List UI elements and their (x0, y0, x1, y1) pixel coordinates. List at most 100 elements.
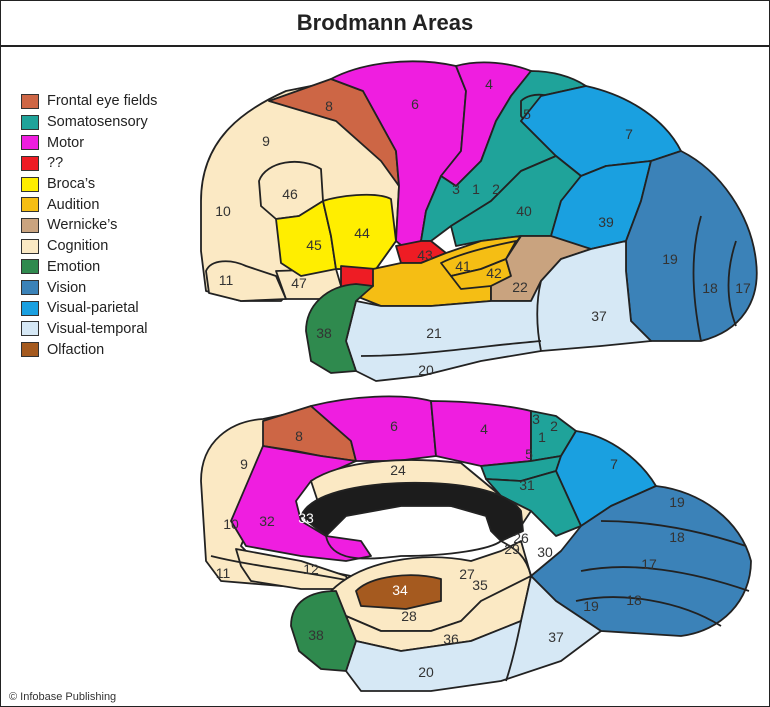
label-medial-36: 36 (443, 631, 459, 647)
label-lateral-40: 40 (516, 203, 532, 219)
label-lateral-2: 2 (492, 181, 500, 197)
copyright-notice: © Infobase Publishing (9, 691, 116, 703)
legend-swatch (21, 115, 39, 130)
label-medial-18: 18 (669, 529, 685, 545)
legend-label: Motor (47, 135, 84, 151)
label-lateral-20: 20 (418, 362, 434, 378)
label-medial-30: 30 (537, 544, 553, 560)
legend-swatch (21, 177, 39, 192)
label-lateral-1: 1 (472, 181, 480, 197)
legend-swatch (21, 301, 39, 316)
legend-swatch (21, 197, 39, 212)
label-lateral-6: 6 (411, 96, 419, 112)
legend-item: Motor (21, 132, 157, 153)
legend-label: Somatosensory (47, 114, 148, 130)
label-lateral-8: 8 (325, 98, 333, 114)
legend: Frontal eye fieldsSomatosensoryMotor?? Br… (21, 91, 157, 360)
label-medial-19b: 19 (583, 598, 599, 614)
label-medial-19: 19 (669, 494, 685, 510)
legend-item: Somatosensory (21, 112, 157, 133)
label-lateral-46: 46 (282, 186, 298, 202)
label-medial-32: 32 (259, 513, 275, 529)
label-lateral-44: 44 (354, 225, 370, 241)
label-medial-17: 17 (641, 556, 657, 572)
legend-item: Broca’s (21, 174, 157, 195)
label-lateral-3: 3 (452, 181, 460, 197)
label-lateral-22: 22 (512, 279, 528, 295)
legend-swatch (21, 280, 39, 295)
label-medial-37: 37 (548, 629, 564, 645)
label-lateral-17: 17 (735, 280, 751, 296)
label-medial-2: 2 (550, 418, 558, 434)
label-medial-29: 29 (504, 541, 520, 557)
legend-label: Visual-parietal (47, 300, 139, 316)
legend-label: Cognition (47, 238, 108, 254)
legend-swatch (21, 156, 39, 171)
legend-label: Emotion (47, 259, 100, 275)
legend-item: Frontal eye fields (21, 91, 157, 112)
legend-item: Wernicke’s (21, 215, 157, 236)
legend-swatch (21, 321, 39, 336)
legend-label: Frontal eye fields (47, 93, 157, 109)
label-lateral-19: 19 (662, 251, 678, 267)
legend-item: Visual-parietal (21, 298, 157, 319)
legend-item: Vision (21, 277, 157, 298)
legend-swatch (21, 342, 39, 357)
label-lateral-43: 43 (417, 247, 433, 263)
label-medial-1: 1 (538, 429, 546, 445)
legend-swatch (21, 135, 39, 150)
legend-label: Visual-temporal (47, 321, 147, 337)
label-lateral-39: 39 (598, 214, 614, 230)
label-lateral-5: 5 (523, 106, 531, 122)
legend-item: ?? (21, 153, 157, 174)
legend-item: Emotion (21, 257, 157, 278)
label-medial-18b: 18 (626, 592, 642, 608)
legend-swatch (21, 239, 39, 254)
legend-item: Cognition (21, 236, 157, 257)
label-lateral-47: 47 (291, 275, 307, 291)
label-lateral-41: 41 (455, 258, 471, 274)
label-medial-35: 35 (472, 577, 488, 593)
label-medial-10: 10 (223, 516, 239, 532)
legend-label: Vision (47, 280, 86, 296)
label-lateral-37: 37 (591, 308, 607, 324)
legend-label: ?? (47, 155, 63, 171)
label-medial-34: 34 (392, 582, 408, 598)
label-lateral-4: 4 (485, 76, 493, 92)
label-lateral-9: 9 (262, 133, 270, 149)
label-medial-6: 6 (390, 418, 398, 434)
label-lateral-11: 11 (219, 272, 234, 288)
label-medial-24: 24 (390, 462, 406, 478)
label-lateral-45: 45 (306, 237, 322, 253)
label-medial-4: 4 (480, 421, 488, 437)
label-medial-38: 38 (308, 627, 324, 643)
label-medial-5: 5 (525, 446, 533, 462)
legend-item: Olfaction (21, 339, 157, 360)
label-medial-28: 28 (401, 608, 417, 624)
label-medial-20: 20 (418, 664, 434, 680)
label-lateral-18: 18 (702, 280, 718, 296)
label-lateral-10: 10 (215, 203, 231, 219)
label-medial-12: 12 (303, 561, 319, 577)
legend-item: Visual-temporal (21, 319, 157, 340)
label-medial-31: 31 (519, 477, 535, 493)
label-medial-8: 8 (295, 428, 303, 444)
label-lateral-21: 21 (426, 325, 442, 341)
label-medial-3: 3 (532, 411, 540, 427)
legend-swatch (21, 94, 39, 109)
legend-swatch (21, 218, 39, 233)
lateral-area-19-18-17 (626, 151, 757, 341)
label-lateral-38: 38 (316, 325, 332, 341)
label-medial-9: 9 (240, 456, 248, 472)
label-medial-11: 11 (216, 565, 231, 581)
legend-item: Audition (21, 194, 157, 215)
label-lateral-7: 7 (625, 126, 633, 142)
legend-swatch (21, 259, 39, 274)
label-medial-33: 33 (298, 510, 314, 526)
legend-label: Wernicke’s (47, 217, 117, 233)
legend-label: Audition (47, 197, 99, 213)
label-lateral-42: 42 (486, 265, 502, 281)
label-medial-7: 7 (610, 456, 618, 472)
legend-label: Broca’s (47, 176, 95, 192)
